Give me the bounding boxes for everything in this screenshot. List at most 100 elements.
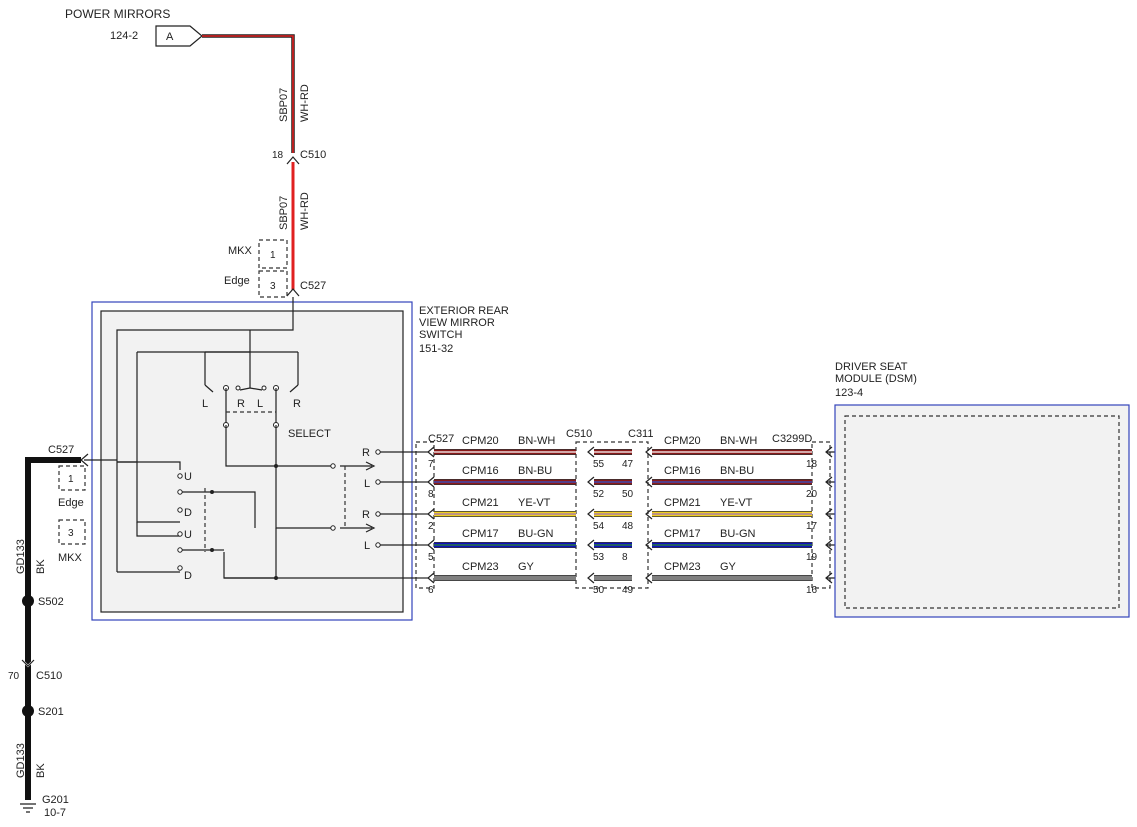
wire-2-chevron-c510 xyxy=(587,476,595,488)
ground-name: G201 xyxy=(42,794,69,806)
ground-circuit-upper: GD133 xyxy=(15,539,27,574)
ground-c510-pin: 70 xyxy=(8,671,20,682)
u2-contact xyxy=(177,531,183,537)
wire-3-pin-c311: 48 xyxy=(622,521,634,532)
wire-1-chevron-c527 xyxy=(427,446,435,458)
u1-label: U xyxy=(184,471,192,483)
dsm-box xyxy=(834,404,1130,618)
power-mirrors-source: POWER MIRRORS 124-2 A xyxy=(65,7,295,153)
feed-circuit-upper: SBP07 xyxy=(278,88,290,122)
wire-3-chevron-c527 xyxy=(427,508,435,520)
d2-common xyxy=(177,547,183,553)
d1-contact xyxy=(177,507,183,513)
wire-2-color-right: BN-BU xyxy=(720,465,754,477)
mkx-pin-box xyxy=(258,239,288,269)
ground-circuit-lower: GD133 xyxy=(15,743,27,778)
wire-4-circuit-left: CPM17 xyxy=(462,528,499,540)
wire-3-color-left: YE-VT xyxy=(518,497,551,509)
r-label-lower: R xyxy=(362,509,370,521)
splice-s201-label: S201 xyxy=(38,706,64,718)
ground-mkx-pin: 3 xyxy=(68,528,74,539)
switch-title-line2: VIEW MIRROR xyxy=(419,317,495,329)
wire-1-circuit-right: CPM20 xyxy=(664,435,701,447)
power-mirrors-title: POWER MIRRORS xyxy=(65,7,170,21)
wire-3-circuit-right: CPM21 xyxy=(664,497,701,509)
dsm-title-line2: MODULE (DSM) xyxy=(835,373,917,385)
feed-color-upper: WH-RD xyxy=(299,84,311,122)
r-contact-lower xyxy=(330,525,336,531)
l-out-upper xyxy=(375,479,381,485)
wire-2-circuit-right: CPM16 xyxy=(664,465,701,477)
switch-outer-border xyxy=(91,301,413,621)
wire-1-circuit-left: CPM20 xyxy=(462,435,499,447)
wire-4-color-left: BU-GN xyxy=(518,528,554,540)
ground-edge-pin: 1 xyxy=(68,474,74,485)
wire-4-pin-c527: 5 xyxy=(428,552,434,563)
ground-c510-mark xyxy=(21,659,35,667)
select-contact-l2 xyxy=(261,385,267,391)
wire-5-chevron-c527 xyxy=(427,572,435,584)
ground-ref: 10-7 xyxy=(44,807,66,819)
d2-contact xyxy=(177,565,183,571)
wire-1-pin-c527: 7 xyxy=(428,459,434,470)
l-out-lower xyxy=(375,542,381,548)
splice-s502 xyxy=(22,595,34,607)
d2-label: D xyxy=(184,570,192,582)
wire-1-pin-dsm: 18 xyxy=(806,459,818,470)
wire-4-chevron-c527 xyxy=(427,539,435,551)
select-label: SELECT xyxy=(288,428,331,440)
select-contact-r1 xyxy=(235,385,241,391)
wire-3-circuit-left: CPM21 xyxy=(462,497,499,509)
variant-pins-top: 1 MKX 3 Edge xyxy=(224,239,288,298)
wire-4-circuit-right: CPM17 xyxy=(664,528,701,540)
wire-2-pin-c311: 50 xyxy=(622,489,634,500)
wire-5-pin-c527: 6 xyxy=(428,585,434,596)
select-r-right: R xyxy=(293,398,301,410)
ground-symbol-icon xyxy=(20,803,36,813)
junction-select xyxy=(274,464,278,468)
rl-outputs xyxy=(380,451,412,546)
select-poles xyxy=(225,388,277,425)
ground-color-lower: BK xyxy=(35,763,47,778)
feed-wire-top xyxy=(202,35,294,153)
wire-5-color-right: GY xyxy=(720,561,737,573)
ground-color-upper: BK xyxy=(35,559,47,574)
ud-out-vert xyxy=(212,491,256,528)
wire-3-pin-dsm: 17 xyxy=(806,521,818,532)
conn-c527-label: C527 xyxy=(428,433,454,445)
ground-edge-label: Edge xyxy=(58,497,84,509)
edge-pin-box xyxy=(258,270,288,298)
wire-5-chevron-c311 xyxy=(645,572,653,584)
power-terminal-label: A xyxy=(166,31,174,43)
d1-common xyxy=(177,489,183,495)
r-contact-upper xyxy=(330,463,336,469)
wire-4-pin-c311: 8 xyxy=(622,552,628,563)
wire-2-pin-c527: 8 xyxy=(428,489,434,500)
wire-2-color-left: BN-BU xyxy=(518,465,552,477)
wire-3-color-right: YE-VT xyxy=(720,497,753,509)
ground-mkx-box xyxy=(58,519,86,545)
feed-wire-labels: SBP07 WH-RD 18 C510 SBP07 WH-RD C527 xyxy=(272,84,326,297)
c510-c311-outline xyxy=(575,441,649,589)
l-label-lower: L xyxy=(364,540,370,552)
d1-label: D xyxy=(184,507,192,519)
u2-label: U xyxy=(184,529,192,541)
wire-4-pin-dsm: 19 xyxy=(806,552,818,563)
l-label-upper: L xyxy=(364,478,370,490)
select-blade-r2 xyxy=(289,384,299,393)
wire-3-pin-c527: 2 xyxy=(428,521,434,532)
c527-connector-mark xyxy=(286,288,300,297)
wire-2-pin-c510: 52 xyxy=(593,489,605,500)
wire-2-chevron-c311 xyxy=(645,476,653,488)
edge-label: Edge xyxy=(224,275,250,287)
wire-1-color-right: BN-WH xyxy=(720,435,757,447)
select-r-left: R xyxy=(237,398,245,410)
r-out-lower xyxy=(375,511,381,517)
switch-title-line3: SWITCH xyxy=(419,329,462,341)
r-arrow-lower xyxy=(365,523,376,533)
select-blade-mid xyxy=(239,387,263,391)
wire-3-chevron-c311 xyxy=(645,508,653,520)
ground-mkx-label: MKX xyxy=(58,552,83,564)
wire-5-pin-dsm: 16 xyxy=(806,585,818,596)
select-l-right: L xyxy=(257,398,263,410)
